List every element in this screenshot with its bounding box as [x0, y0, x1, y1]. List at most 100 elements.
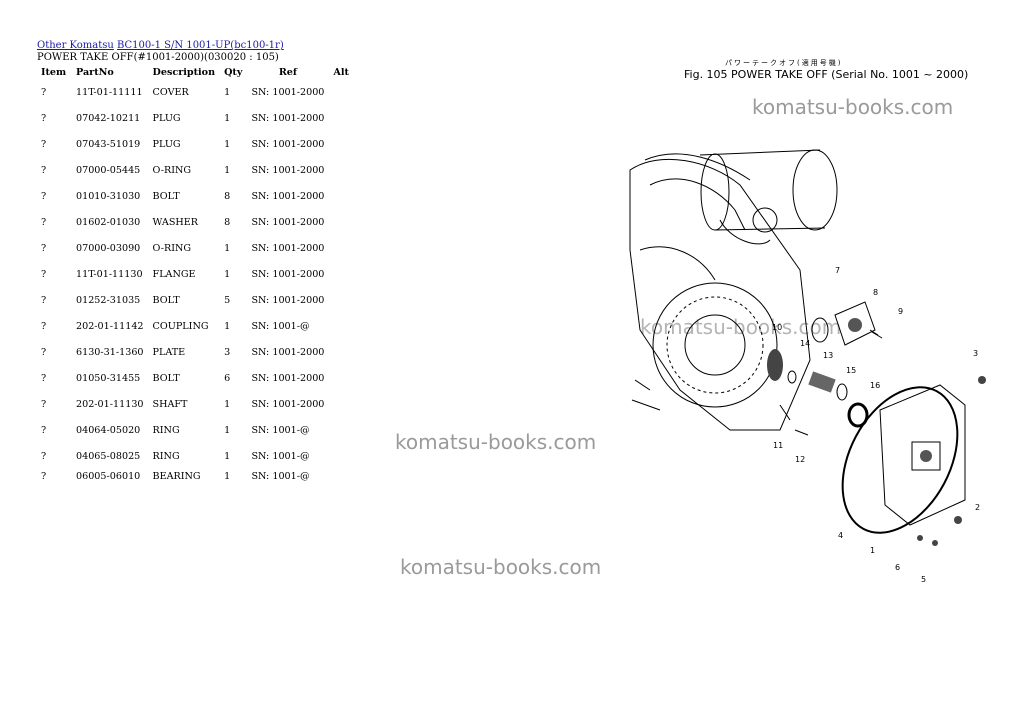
row-ref: SN: 1001-2000 [251, 373, 325, 384]
row-description: BOLT [152, 191, 180, 202]
row-item: ? [41, 373, 47, 384]
row-description: BOLT [152, 295, 180, 306]
bolt-part [917, 535, 923, 541]
figure-japanese-title: パワーテークオフ(適用号機) [725, 59, 843, 67]
row-alt [328, 365, 357, 391]
row-item: ? [41, 425, 47, 436]
row-alt [328, 469, 357, 489]
row-qty: 1 [224, 113, 231, 124]
row-partno: 11T-01-11111 [76, 87, 143, 98]
row-qty: 8 [224, 217, 231, 228]
row-ref: SN: 1001-2000 [251, 113, 325, 124]
header-qty: Qty [224, 67, 243, 78]
row-qty: 1 [224, 269, 231, 280]
row-ref: SN: 1001-2000 [251, 347, 325, 358]
callout-label: 15 [846, 366, 856, 375]
row-description: PLATE [152, 347, 186, 358]
watermark: komatsu-books.com [400, 555, 602, 579]
row-item: ? [41, 243, 47, 254]
row-qty: 1 [224, 165, 231, 176]
row-partno: 07043-51019 [76, 139, 141, 150]
table-row: ? 07000-03090 O-RING 1 SN: 1001-2000 [36, 235, 357, 261]
watermark: komatsu-books.com [752, 95, 954, 119]
row-ref: SN: 1001-2000 [251, 243, 325, 254]
row-ref: SN: 1001-2000 [251, 165, 325, 176]
row-alt [328, 313, 357, 339]
header-alt: Alt [333, 67, 349, 78]
row-partno: 04065-08025 [76, 451, 141, 462]
row-partno: 07000-05445 [76, 165, 141, 176]
row-description: RING [152, 451, 180, 462]
row-partno: 01602-01030 [76, 217, 141, 228]
breadcrumb-link-model[interactable]: BC100-1 S/N 1001-UP(bc100-1r) [116, 40, 284, 51]
table-header-row: Item PartNo Description Qty Ref Alt [36, 66, 357, 79]
row-description: COUPLING [152, 321, 209, 332]
row-alt [328, 105, 357, 131]
row-item: ? [41, 471, 47, 482]
row-description: O-RING [152, 243, 192, 254]
header-ref: Ref [278, 67, 298, 78]
row-ref: SN: 1001-@ [251, 425, 310, 436]
row-partno: 01252-31035 [76, 295, 141, 306]
callout-label: 3 [973, 349, 978, 358]
row-item: ? [41, 399, 47, 410]
callout-label: 10 [772, 323, 782, 332]
row-partno: 07000-03090 [76, 243, 141, 254]
header-item: Item [41, 67, 67, 78]
header-description: Description [152, 67, 216, 78]
callout-label: 4 [838, 531, 843, 540]
row-partno: 07042-10211 [76, 113, 141, 124]
ring-part [787, 370, 797, 384]
row-qty: 5 [224, 295, 231, 306]
row-item: ? [41, 87, 47, 98]
row-item: ? [41, 113, 47, 124]
row-description: PLUG [152, 139, 181, 150]
row-ref: SN: 1001-@ [251, 321, 310, 332]
row-alt [328, 183, 357, 209]
breadcrumb-link-other-komatsu[interactable]: Other Komatsu [37, 40, 114, 51]
row-item: ? [41, 139, 47, 150]
row-description: BEARING [152, 471, 201, 482]
row-partno: 11T-01-11130 [76, 269, 143, 280]
cover-part [879, 384, 966, 526]
row-qty: 1 [224, 87, 231, 98]
row-description: RING [152, 425, 180, 436]
row-qty: 1 [224, 243, 231, 254]
row-alt [328, 391, 357, 417]
row-qty: 1 [224, 451, 231, 462]
callout-label: 9 [898, 307, 903, 316]
flange-hub [848, 318, 862, 332]
row-item: ? [41, 321, 47, 332]
callout-label: 5 [921, 575, 926, 584]
callout-label: 14 [800, 339, 810, 348]
row-item: ? [41, 217, 47, 228]
washer-part [932, 540, 938, 546]
engine-housing-drawing [629, 149, 838, 431]
row-alt [328, 339, 357, 365]
breadcrumb: Other Komatsu BC100-1 S/N 1001-UP(bc100-… [37, 40, 284, 51]
row-qty: 6 [224, 373, 231, 384]
cover-o-ring [841, 386, 959, 534]
header-partno: PartNo [76, 67, 114, 78]
exploded-parts [767, 301, 986, 546]
page-title: POWER TAKE OFF(#1001-2000)(030020 : 105) [37, 52, 279, 63]
row-item: ? [41, 451, 47, 462]
watermark: komatsu-books.com [395, 430, 597, 454]
figure-title: Fig. 105 POWER TAKE OFF (Serial No. 1001… [684, 68, 969, 81]
shaft-part [808, 371, 836, 393]
row-alt [328, 131, 357, 157]
row-description: FLANGE [152, 269, 196, 280]
row-ref: SN: 1001-2000 [251, 217, 325, 228]
row-description: COVER [152, 87, 189, 98]
